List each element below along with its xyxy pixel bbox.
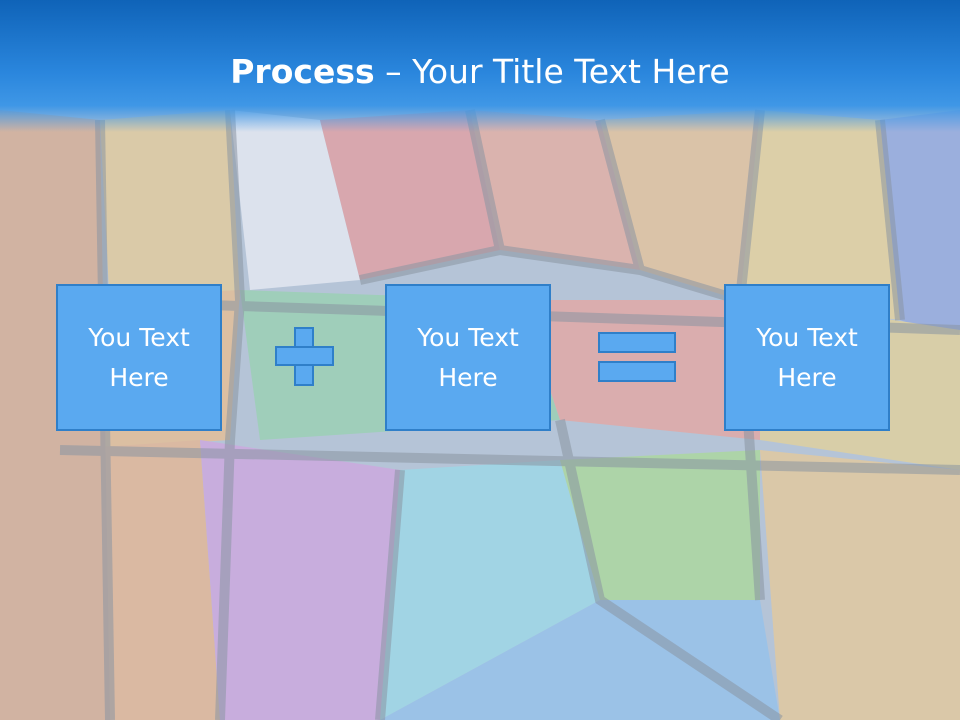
equals-icon-lower-bar [598,361,676,382]
box-3-line-1: You Text [756,322,858,352]
slide-title: Process – Your Title Text Here [0,52,960,91]
title-bold: Process [230,52,375,91]
box-2-line-1: You Text [417,322,519,352]
plus-icon-center [296,348,312,364]
title-rest: – Your Title Text Here [374,52,730,91]
box-1-line-1: You Text [88,322,190,352]
box-2-line-2: Here [438,362,498,392]
equals-icon [598,332,676,353]
box-1-line-2: Here [109,362,169,392]
header-band [0,0,960,132]
box-3-line-2: Here [777,362,837,392]
